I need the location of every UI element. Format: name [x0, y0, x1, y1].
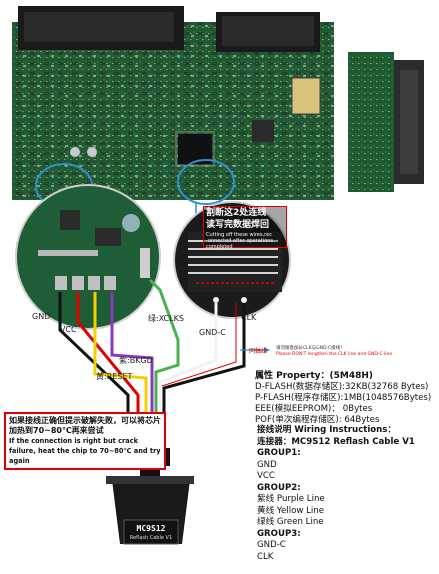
property-title: 属性 Property：(5M48H): [255, 371, 374, 381]
group2-item: 紫线 Purple Line: [257, 494, 325, 504]
wire-xclks: [148, 278, 180, 450]
label-gnd-c: GND-C: [199, 328, 226, 337]
zoom-circle-left: [15, 184, 161, 330]
group2-title: GROUP2:: [257, 482, 301, 493]
group3-item: CLK: [257, 551, 274, 562]
ecu-board: [12, 6, 334, 200]
length-note: 请勿随意加长CLK与GND-C接线！ Please DON'T lengthen…: [276, 346, 436, 357]
group1-item: GND: [257, 459, 277, 470]
label-gnd: GND: [32, 312, 51, 321]
group2-item: 绿线 Green Line: [257, 517, 324, 527]
mcu-chip: [178, 134, 212, 164]
label-sync-clock: 同軸线: [249, 348, 268, 355]
length-note-en: Please DON'T lengthen the CLK line and G…: [276, 351, 393, 357]
wire-bkgd: [110, 292, 154, 450]
warning-cn: 如果接线正确但提示破解失败，可以将芯片加热到70~80℃再来尝试: [9, 416, 161, 435]
cut-en-3: completed: [206, 244, 233, 250]
group1-item: VCC: [257, 471, 275, 481]
wire-clk-red: [161, 303, 237, 387]
property-eee: EEE(模拟EEPROM)： 0Bytes: [255, 404, 373, 414]
warning-en: If the connection is right but crack fai…: [9, 437, 161, 465]
property-dflash: D-FLASH(数据存储区):32KB(32768 Bytes): [255, 382, 429, 392]
group3-title: GROUP3:: [257, 528, 301, 539]
cut-title-2: 读写完数据焊回: [206, 220, 270, 230]
wiring-cable: 连接器：MC9S12 Reflash Cable V1: [257, 436, 415, 447]
connector-label: MC9S12: [136, 524, 166, 533]
label-vcc: VCC: [60, 325, 77, 334]
label-purple-bkgd: 紫:BKGD: [119, 356, 153, 365]
label-green-xclks: 绿:XCLKS: [148, 314, 184, 323]
cut-en-2: -onnected after operations: [206, 238, 273, 244]
side-board: [348, 52, 424, 192]
cut-title-1: 割断这2处连线: [206, 208, 267, 218]
wiring-title: 接线说明 Wiring Instructions：: [257, 425, 397, 435]
group3-item: GND-C: [257, 540, 286, 550]
connector-sublabel: Reflash Cable V1: [129, 535, 173, 541]
label-clk: CLK: [241, 313, 257, 322]
wiring-instructions: 接线说明 Wiring Instructions： 连接器：MC9S12 Ref…: [257, 425, 439, 563]
db25-connector: [106, 476, 194, 545]
property-pof: POF(单次编程存储区): 64Bytes: [255, 415, 380, 425]
marker-right: [177, 159, 235, 205]
group1-title: GROUP1:: [257, 448, 301, 458]
property-pflash: P-FLASH(程序存储区):1MB(1048576Bytes): [255, 393, 432, 403]
label-yellow-reset: 黄:RESET: [96, 372, 133, 381]
length-note-cn: 请勿随意加长CLK与GND-C接线！: [276, 346, 345, 351]
property-panel: 属性 Property：(5M48H) D-FLASH(数据存储区):32KB(…: [255, 371, 437, 426]
heat-warning-box: 如果接线正确但提示破解失败，可以将芯片加热到70~80℃再来尝试 If the …: [4, 412, 166, 470]
cut-en-1: Cutting off these wires,rec: [206, 232, 272, 238]
cut-wires-box: 割断这2处连线 读写完数据焊回 Cutting off these wires,…: [203, 206, 287, 250]
group2-item: 黄线 Yellow Line: [257, 505, 325, 516]
